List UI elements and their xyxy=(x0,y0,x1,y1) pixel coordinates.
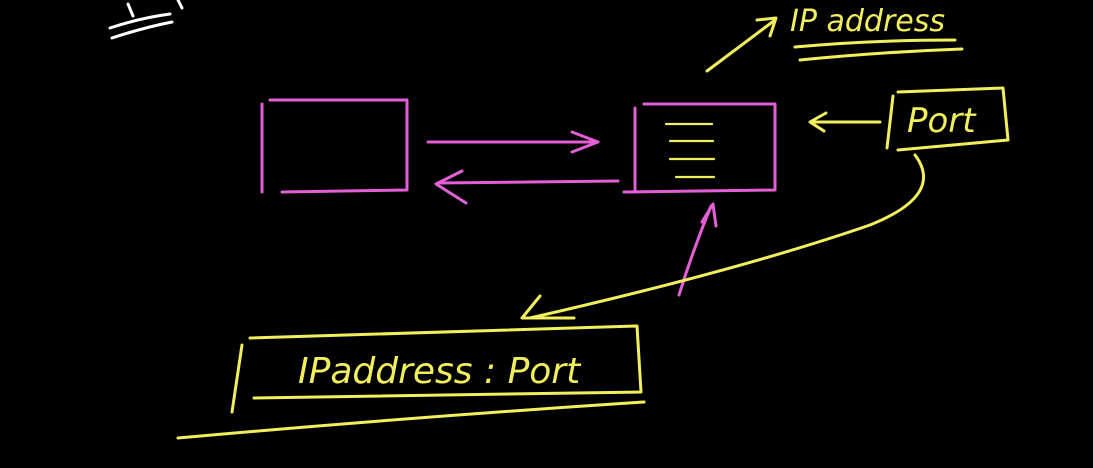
request-arrow xyxy=(426,130,600,154)
pink-pointer-arrow xyxy=(677,202,718,297)
ip-port-box: IPaddress : Port xyxy=(176,324,646,440)
ip-port-label: IPaddress : Port xyxy=(298,351,582,392)
port-label: Port xyxy=(907,101,977,141)
port-box: Port xyxy=(885,86,1010,152)
response-arrow xyxy=(434,169,620,205)
ip-address-label: IP address xyxy=(790,4,945,39)
server-box xyxy=(622,102,777,194)
client-box xyxy=(260,98,409,194)
partial-white-scribble xyxy=(108,0,184,40)
ip-address-annotation: IP address xyxy=(790,4,964,62)
port-to-server-arrow xyxy=(808,111,882,133)
ip-address-arrow xyxy=(705,16,778,73)
port-to-endpoint-curve xyxy=(520,153,926,320)
